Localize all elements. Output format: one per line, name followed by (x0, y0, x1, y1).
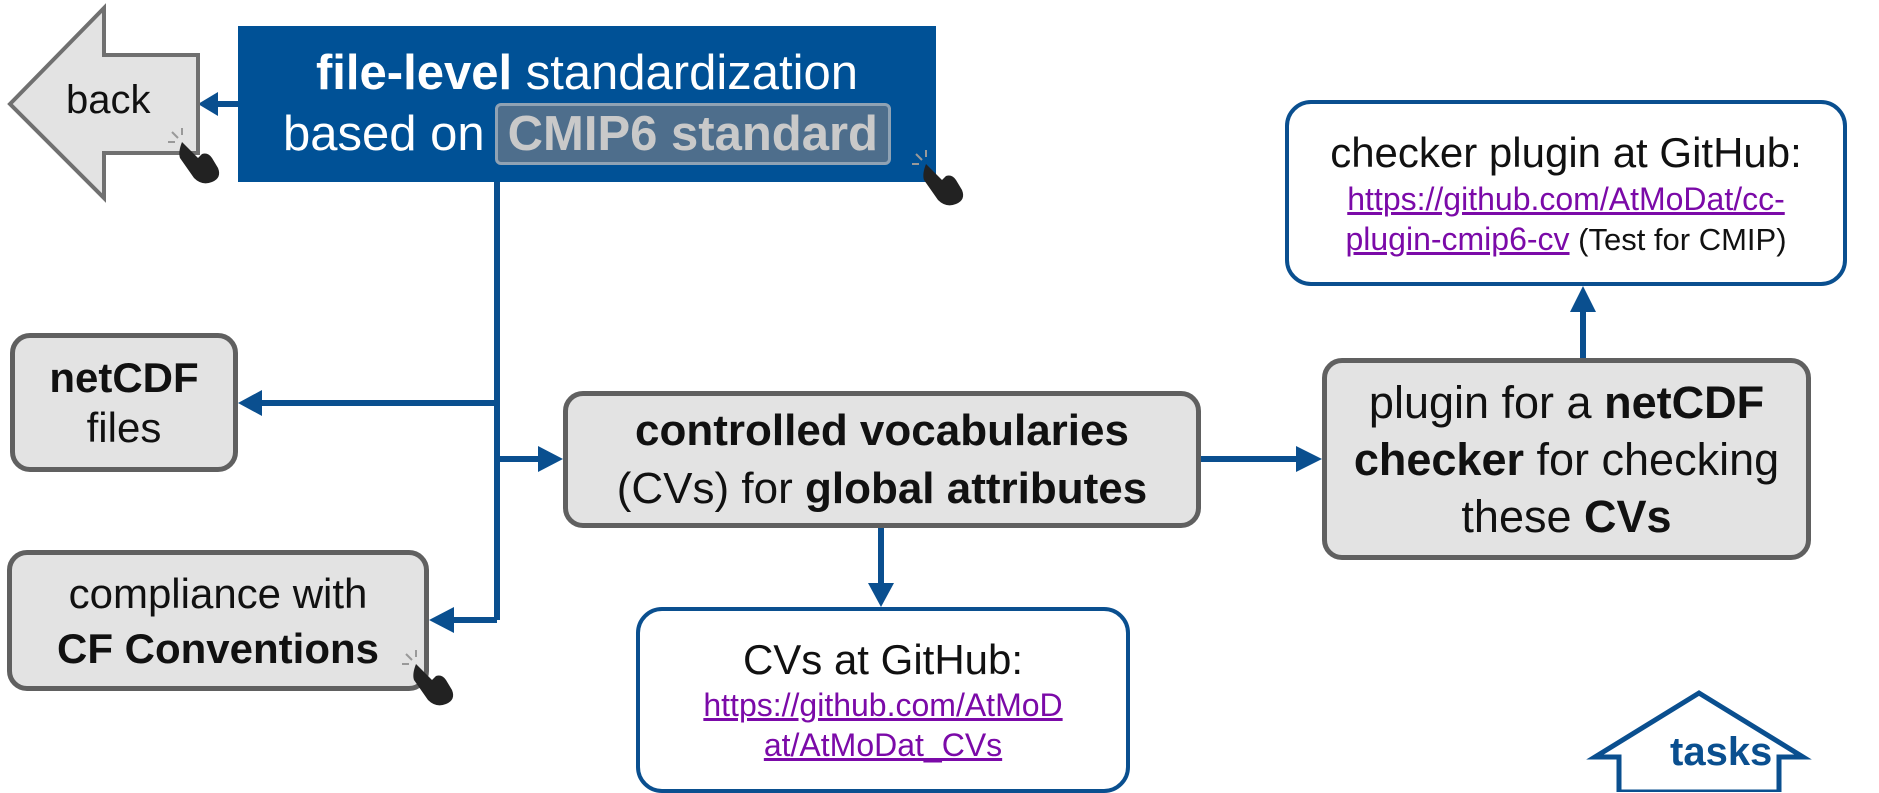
checker-github-line-2: plugin-cmip6-cv (Test for CMIP) (1345, 219, 1786, 260)
tasks-button-label[interactable]: tasks (1670, 730, 1773, 774)
cf-line-1: compliance with (68, 569, 368, 617)
cf-conventions-link[interactable]: CF Conventions (57, 624, 379, 672)
title-rest: standardization (512, 46, 859, 100)
arrowhead-plugin (1296, 446, 1322, 472)
arrowhead-cf (429, 607, 454, 633)
cv-line-2: (CVs) for global attributes (617, 460, 1147, 518)
plugin-line-3-prefix: these (1461, 490, 1585, 542)
netcdf-label-rest: files (86, 403, 162, 451)
plugin-line-2: checker for checking (1354, 431, 1779, 488)
plugin-line-2-bold: checker (1353, 433, 1524, 485)
arrowhead-cv-github (868, 583, 894, 607)
plugin-line-1: plugin for a netCDF (1369, 374, 1764, 431)
title-line-1: file-level standardization (316, 43, 858, 103)
checker-github-title: checker plugin at GitHub: (1330, 128, 1802, 176)
netcdf-checker-plugin-node: plugin for a netCDF checker for checking… (1322, 358, 1811, 560)
cvs-github-link-line-1[interactable]: https://github.com/AtMoD (703, 687, 1063, 723)
plugin-line-1-prefix: plugin for a (1368, 376, 1605, 428)
hand-cursor-icon (168, 128, 220, 184)
plugin-line-3-bold: CVs (1584, 490, 1672, 542)
tasks-arrow-button[interactable] (1586, 690, 1812, 792)
controlled-vocabularies-node: controlled vocabularies (CVs) for global… (563, 391, 1201, 528)
title-prefix: based on (283, 107, 485, 161)
arrowhead-cv (538, 446, 563, 472)
netcdf-label-bold: netCDF (49, 353, 199, 401)
checker-plugin-github-node: checker plugin at GitHub: https://github… (1285, 100, 1847, 286)
back-button-label[interactable]: back (66, 78, 151, 122)
cvs-github-node: CVs at GitHub: https://github.com/AtMoD … (636, 607, 1130, 793)
arrowhead-netcdf (238, 390, 262, 416)
title-bold: file-level (315, 46, 513, 100)
title-banner: file-level standardization based on CMIP… (238, 26, 936, 182)
checker-github-note: (Test for CMIP) (1569, 221, 1787, 257)
cvs-github-link-line-2[interactable]: at/AtMoDat_CVs (763, 727, 1003, 763)
netcdf-files-node: netCDF files (10, 333, 238, 472)
cv-line-2-bold: global attributes (804, 463, 1148, 513)
cmip6-standard-button[interactable]: CMIP6 standard (494, 103, 891, 165)
plugin-line-1-bold: netCDF (1604, 376, 1765, 428)
hand-cursor-icon (912, 150, 964, 206)
checker-github-link-line-2[interactable]: plugin-cmip6-cv (1345, 220, 1570, 257)
cvs-github-title: CVs at GitHub: (742, 636, 1024, 683)
cf-conventions-node[interactable]: compliance with CF Conventions (7, 550, 429, 691)
cv-line-2-prefix: (CVs) for (616, 463, 805, 513)
plugin-line-3: these CVs (1461, 488, 1671, 545)
arrowhead-checker (1570, 286, 1596, 312)
title-line-2: based on CMIP6 standard (283, 103, 891, 165)
arrowhead-back (198, 92, 218, 116)
cv-line-1: controlled vocabularies (635, 405, 1129, 455)
checker-github-link-line-1[interactable]: https://github.com/AtMoDat/cc- (1347, 180, 1785, 217)
plugin-line-2-rest: for checking (1524, 433, 1780, 485)
back-arrow-button[interactable] (7, 3, 200, 203)
hand-cursor-icon (402, 650, 454, 706)
